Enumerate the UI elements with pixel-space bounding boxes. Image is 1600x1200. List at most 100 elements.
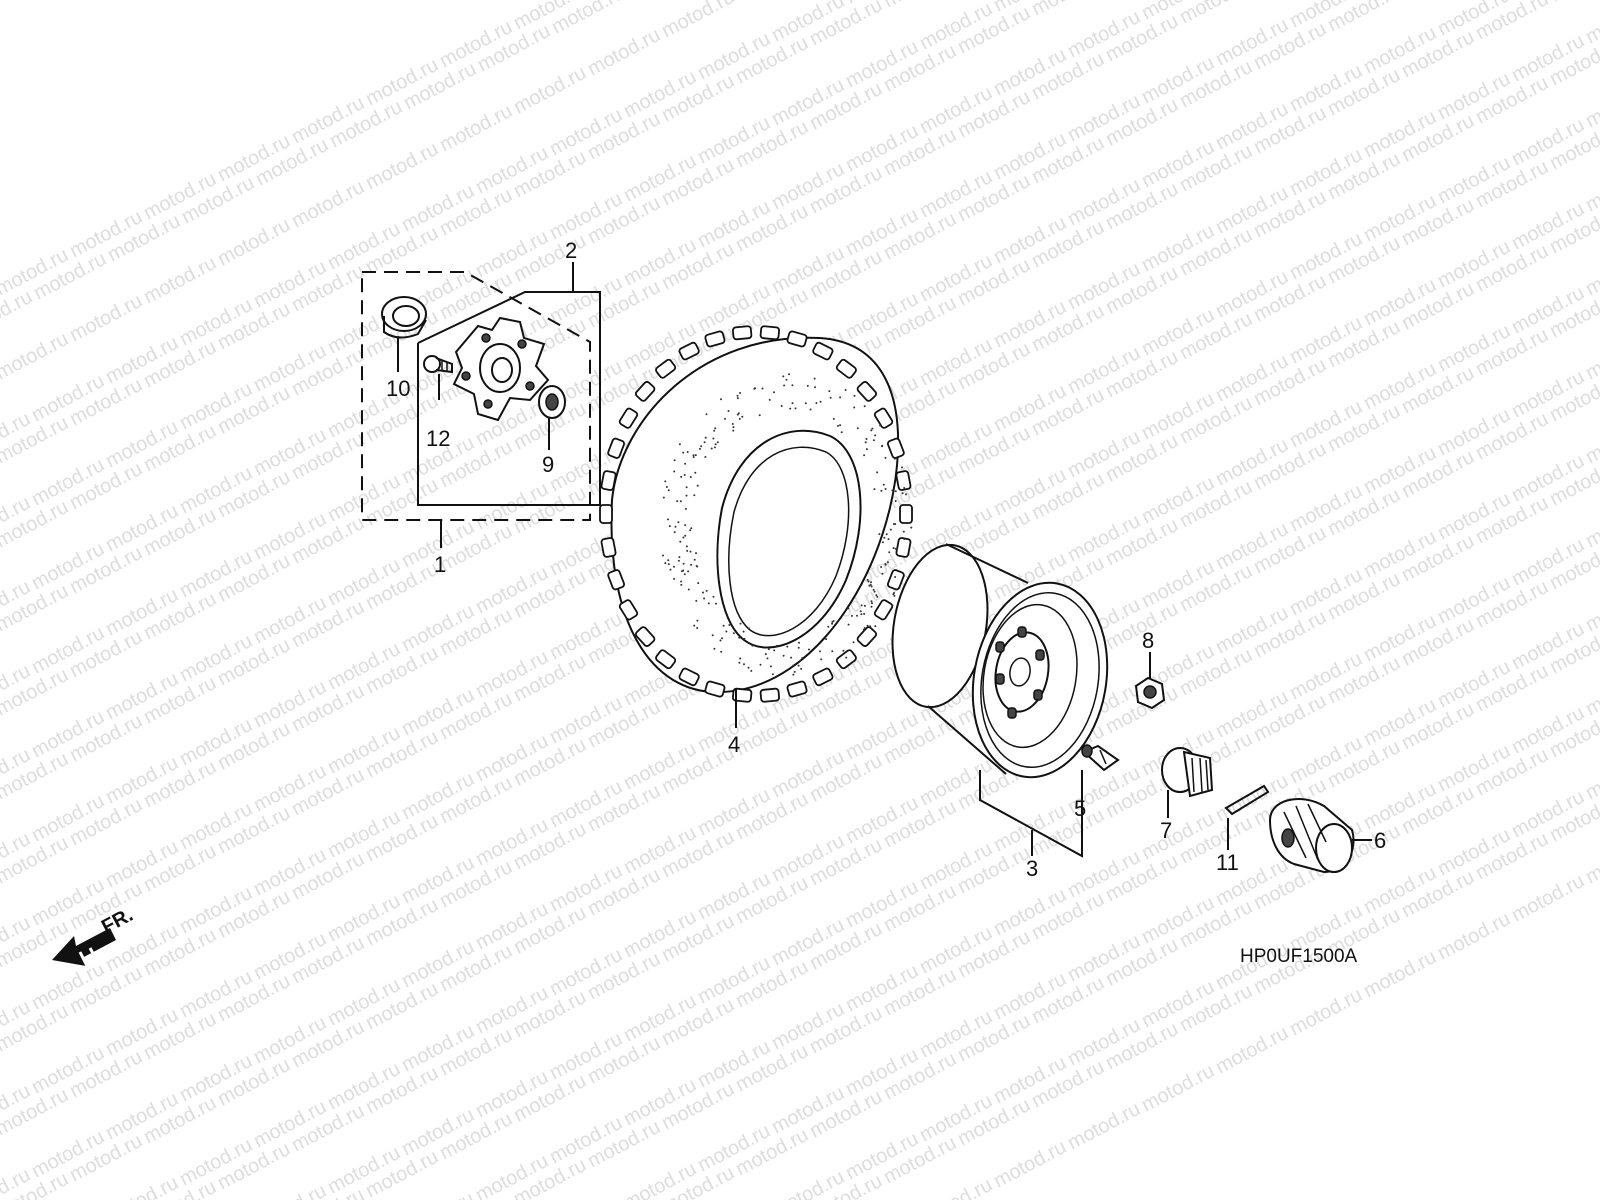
- watermark-text: motod.ru: [880, 0, 960, 12]
- speckle-dot: [876, 595, 879, 598]
- watermark-text: motod.ru: [1582, 664, 1600, 720]
- speckle-dot: [692, 454, 695, 457]
- speckle-dot: [780, 405, 783, 407]
- speckle-dot: [905, 493, 907, 496]
- speckle-dot: [720, 650, 723, 653]
- watermark-text: motod.ru: [1582, 748, 1600, 804]
- watermark-text: motod.ru: [362, 138, 442, 194]
- speckle-dot: [761, 387, 764, 390]
- speckle-dot: [878, 533, 881, 536]
- speckle-dot: [731, 423, 734, 425]
- speckle-dot: [863, 627, 866, 630]
- speckle-dot: [738, 417, 741, 420]
- speckle-dot: [856, 614, 858, 617]
- speckle-dot: [798, 641, 800, 644]
- speckle-dot: [724, 417, 726, 420]
- speckle-dot: [719, 639, 722, 642]
- watermark-text: motod.ru: [1508, 870, 1588, 926]
- speckle-dot: [870, 581, 873, 584]
- speckle-dot: [704, 436, 707, 439]
- callout-2: 2: [565, 238, 577, 263]
- tread-block: [887, 437, 905, 459]
- wheel-nut-part-8[interactable]: [1134, 652, 1166, 710]
- watermark-text: motod.ru: [1582, 160, 1600, 216]
- watermark-text: motod.ru: [1582, 0, 1600, 48]
- speckle-dot: [728, 624, 731, 626]
- speckle-dot: [739, 622, 742, 625]
- speckle-dot: [747, 666, 750, 669]
- speckle-dot: [806, 384, 809, 387]
- callout-11: 11: [1216, 850, 1239, 875]
- speckle-dot: [716, 441, 719, 444]
- watermark-text: motod.ru: [1582, 832, 1600, 888]
- speckle-dot: [664, 562, 667, 565]
- watermark-text: motod.ru: [990, 1136, 1070, 1192]
- tread-block: [786, 680, 808, 698]
- speckle-dot: [882, 483, 885, 486]
- speckle-dot: [766, 657, 769, 660]
- hub-cap-part-6[interactable]: [1268, 797, 1372, 874]
- speckle-dot: [776, 644, 779, 647]
- speckle-dot: [791, 384, 794, 387]
- tread-block: [873, 599, 894, 621]
- watermark-text: motod.ru: [510, 62, 590, 118]
- watermark-text: motod.ru: [658, 0, 738, 42]
- speckle-dot: [831, 622, 834, 625]
- speckle-dot: [738, 636, 741, 639]
- speckle-dot: [872, 439, 875, 442]
- speckle-dot: [827, 625, 830, 628]
- speckle-dot: [710, 447, 713, 450]
- speckle-dot: [695, 565, 698, 567]
- speckle-dot: [694, 454, 697, 457]
- speckle-dot: [791, 402, 794, 405]
- speckle-dot: [694, 471, 697, 474]
- speckle-dot: [799, 659, 802, 662]
- speckle-dot: [852, 641, 855, 644]
- tire-part-4[interactable]: [599, 325, 913, 728]
- speckle-dot: [732, 632, 735, 635]
- speckle-dot: [889, 528, 892, 531]
- speckle-dot: [863, 612, 866, 615]
- speckle-dot: [685, 486, 688, 489]
- speckle-dot: [690, 563, 693, 566]
- speckle-dot: [742, 630, 745, 633]
- speckle-dot: [751, 644, 754, 647]
- watermark-text: motod.ru: [0, 328, 72, 384]
- speckle-dot: [707, 602, 710, 605]
- callout-6: 6: [1374, 828, 1386, 853]
- castle-nut-part-7[interactable]: [1161, 747, 1214, 818]
- speckle-dot: [883, 536, 886, 539]
- speckle-dot: [872, 588, 875, 591]
- speckle-dot: [680, 570, 683, 573]
- valve-stem-part-5[interactable]: [1081, 744, 1120, 792]
- speckle-dot: [698, 447, 701, 450]
- wheel-rim-part-3[interactable]: [880, 537, 1122, 858]
- tire-sidewall-texture: [662, 373, 913, 676]
- speckle-dot: [683, 573, 686, 576]
- speckle-dot: [792, 664, 795, 667]
- tread-block: [895, 537, 912, 558]
- watermark-text: motod.ru: [916, 1174, 996, 1200]
- callout-4: 4: [728, 732, 740, 757]
- speckle-dot: [863, 454, 866, 457]
- dust-seal-part-10[interactable]: [381, 296, 427, 372]
- oil-seal-part-9[interactable]: [538, 385, 566, 450]
- speckle-dot: [888, 551, 891, 554]
- speckle-dot: [689, 529, 692, 532]
- cotter-pin-part-11[interactable]: [1224, 784, 1270, 850]
- wheel-hub-part-2[interactable]: [452, 316, 550, 422]
- speckle-dot: [743, 637, 746, 640]
- tread-block: [607, 569, 625, 591]
- watermark-text: motod.ru: [1582, 580, 1600, 636]
- speckle-dot: [680, 475, 683, 478]
- callout-1: 1: [434, 552, 446, 577]
- speckle-dot: [870, 600, 873, 603]
- tread-block: [600, 537, 617, 558]
- speckle-dot: [684, 507, 687, 510]
- speckle-dot: [814, 386, 817, 389]
- speckle-dot: [680, 583, 683, 586]
- speckle-dot: [865, 448, 868, 451]
- stud-bolt-part-12[interactable]: [423, 355, 453, 400]
- speckle-dot: [690, 527, 693, 530]
